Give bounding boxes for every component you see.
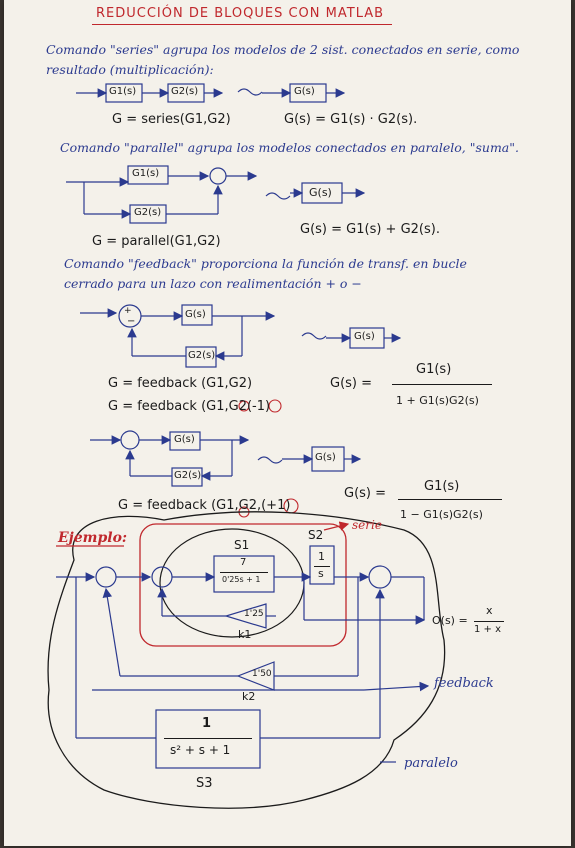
feedbackpos-block-g2 (171, 467, 203, 487)
s1-denominator: 0'25s + 1 (222, 575, 261, 584)
k1-value: 1'25 (244, 609, 264, 619)
feedback-block-g1 (181, 304, 213, 326)
series-desc-line2: resultado (multiplicación): (46, 62, 214, 77)
series-g1-label: G1(s) (109, 86, 137, 97)
series-formula: G(s) = G1(s) · G2(s). (284, 112, 418, 127)
feedbackpos-g1-label: G(s) (174, 434, 195, 445)
series-cmd: G = series(G1,G2) (112, 112, 231, 127)
series-g2-label: G2(s) (171, 86, 199, 97)
feedback-formula-lhs: G(s) = (330, 376, 373, 391)
example-diagram (47, 511, 446, 809)
serie-tag: serie (352, 518, 382, 532)
feedbackpos-formula-lhs: G(s) = (344, 486, 387, 501)
s2-fraction-bar (314, 566, 330, 567)
series-result-label: G(s) (294, 86, 315, 97)
feedback-cmd1: G = feedback (G1,G2) (108, 376, 253, 391)
parallel-g1-label: G1(s) (132, 168, 160, 179)
feedback-g1-label: G(s) (185, 309, 206, 320)
title-underline (92, 24, 392, 25)
s3-fraction-bar (164, 738, 252, 739)
feedback-result-label: G(s) (354, 331, 375, 342)
s3-numerator: 1 (202, 716, 212, 731)
s2-label: S2 (308, 528, 324, 542)
k1-label: k1 (238, 628, 252, 641)
k2-value: 1'50 (252, 669, 272, 679)
feedbackpos-fraction-bar (398, 499, 502, 500)
parallel-g2-label: G2(s) (134, 207, 162, 218)
s3-denominator: s² + s + 1 (170, 743, 231, 757)
feedbackpos-result-label: G(s) (315, 452, 336, 463)
feedback-cmd2: G = feedback (G1,G2(-1) (108, 399, 271, 414)
feedback-g2-label: G2(s) (188, 350, 216, 361)
s2-denominator: s (318, 567, 324, 580)
s1-fraction-bar (220, 572, 268, 573)
feedback-minus-sign: − (127, 316, 136, 327)
parallel-desc: Comando "parallel" agrupa los modelos co… (60, 140, 519, 155)
example-label: Ejemplo: (58, 530, 128, 546)
s1-numerator: 7 (240, 557, 247, 568)
diagram-layer (47, 83, 446, 809)
feedback-formula-num: G1(s) (416, 362, 452, 377)
feedbackpos-cmd: G = feedback (G1,G2,(+1) (118, 498, 291, 513)
feedback-desc-line1: Comando "feedback" proporciona la funció… (64, 256, 467, 271)
parallel-formula: G(s) = G1(s) + G2(s). (300, 222, 440, 237)
s3-label: S3 (196, 776, 213, 791)
feedback-minus-circle (268, 399, 282, 413)
feedback-plus-circle-den (238, 400, 250, 412)
output-fraction-bar (474, 621, 504, 622)
page-title: REDUCCIÓN DE BLOQUES CON MATLAB (96, 6, 385, 21)
feedback-block-g2 (185, 346, 217, 368)
series-desc-line1: Comando "series" agrupa los modelos de 2… (46, 42, 520, 57)
s2-numerator: 1 (318, 550, 325, 563)
feedbackpos-formula-num: G1(s) (424, 479, 460, 494)
feedback-fraction-bar (392, 384, 492, 385)
feedbackpos-block-g1 (169, 431, 201, 451)
feedbackpos-g2-label: G2(s) (174, 470, 202, 481)
s1-label: S1 (234, 538, 250, 552)
feedback-plus-sign: + (124, 306, 132, 316)
parallel-cmd: G = parallel(G1,G2) (92, 234, 221, 249)
parallel-result-label: G(s) (309, 186, 332, 199)
parallel-block-g1 (127, 165, 169, 185)
feedback-formula-den: 1 + G1(s)G2(s) (396, 394, 479, 407)
output-formula-num: x (486, 604, 493, 617)
notebook-page: REDUCCIÓN DE BLOQUES CON MATLAB Comando … (4, 0, 571, 846)
paralelo-tag: paralelo (404, 756, 458, 771)
feedback-tag: feedback (434, 676, 494, 691)
k2-label: k2 (242, 690, 256, 703)
output-formula-den: 1 + x (474, 624, 502, 635)
feedback-desc-line2: cerrado para un lazo con realimentación … (64, 276, 362, 291)
output-formula-lhs: O(s) = (432, 614, 468, 627)
feedbackpos-formula-den: 1 − G1(s)G2(s) (400, 508, 483, 521)
